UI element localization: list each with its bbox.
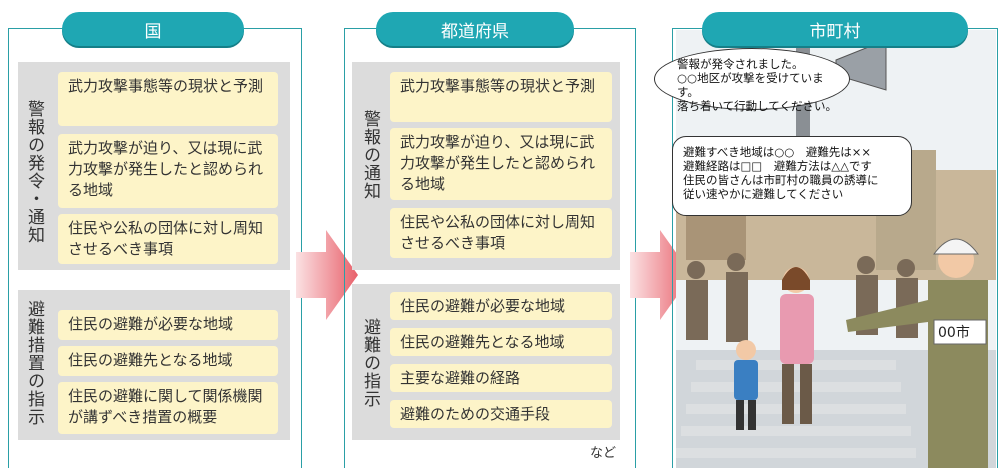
speech-bubble-evacuation: 避難すべき地域は○○ 避難先は×× 避難経路は□□ 避難方法は△△です 住民の皆… [672, 136, 912, 216]
national-warning-item-1: 武力攻撃事態等の現状と予測 [58, 72, 278, 126]
alert-line-3: 落ち着いて行動してください。 [677, 99, 837, 113]
national-evac-item-2: 住民の避難先となる地域 [58, 346, 278, 376]
prefecture-warning-item-3: 住民や公私の団体に対し周知させるべき事項 [390, 208, 612, 258]
evac-line-3: 住民の皆さんは市町村の職員の誘導に [683, 173, 879, 187]
armband-label: 00市 [938, 325, 970, 341]
prefecture-title: 都道府県 [376, 12, 574, 46]
evac-line-4: 従い速やかに避難してください [683, 187, 844, 201]
national-evac-item-3: 住民の避難に関して関係機関が講ずべき措置の概要 [58, 382, 278, 434]
national-evac-label: 避難措置の指示 [24, 300, 44, 426]
flow-arrow-2 [630, 230, 692, 320]
national-warning-item-2: 武力攻撃が迫り、又は現に武力攻撃が発生したと認められる地域 [58, 134, 278, 208]
evac-line-1: 避難すべき地域は○○ 避難先は×× [683, 145, 872, 159]
speech-bubble-alert: 警報が発令されました。 ○○地区が攻撃を受けています。 落ち着いて行動してくださ… [654, 48, 850, 113]
national-warning-label: 警報の発令・通知 [24, 100, 44, 244]
prefecture-warning-label: 警報の通知 [360, 110, 380, 200]
prefecture-evac-label: 避難の指示 [360, 318, 380, 408]
prefecture-warning-item-2: 武力攻撃が迫り、又は現に武力攻撃が発生したと認められる地域 [390, 128, 612, 200]
flow-arrow-1 [296, 230, 358, 320]
prefecture-note: など [590, 446, 617, 461]
alert-line-1: 警報が発令されました。 [677, 57, 804, 71]
prefecture-evac-item-3: 主要な避難の経路 [390, 364, 612, 392]
alert-line-2: ○○地区が攻撃を受けています。 [677, 71, 824, 99]
evac-line-2: 避難経路は□□ 避難方法は△△です [683, 159, 872, 173]
national-title: 国 [62, 12, 244, 46]
national-evac-item-1: 住民の避難が必要な地域 [58, 310, 278, 340]
prefecture-evac-item-2: 住民の避難先となる地域 [390, 328, 612, 356]
prefecture-warning-item-1: 武力攻撃事態等の現状と予測 [390, 72, 612, 122]
municipality-title: 市町村 [702, 12, 968, 46]
prefecture-evac-item-4: 避難のための交通手段 [390, 400, 612, 428]
national-warning-item-3: 住民や公私の団体に対し周知させるべき事項 [58, 214, 278, 264]
prefecture-evac-item-1: 住民の避難が必要な地域 [390, 292, 612, 320]
